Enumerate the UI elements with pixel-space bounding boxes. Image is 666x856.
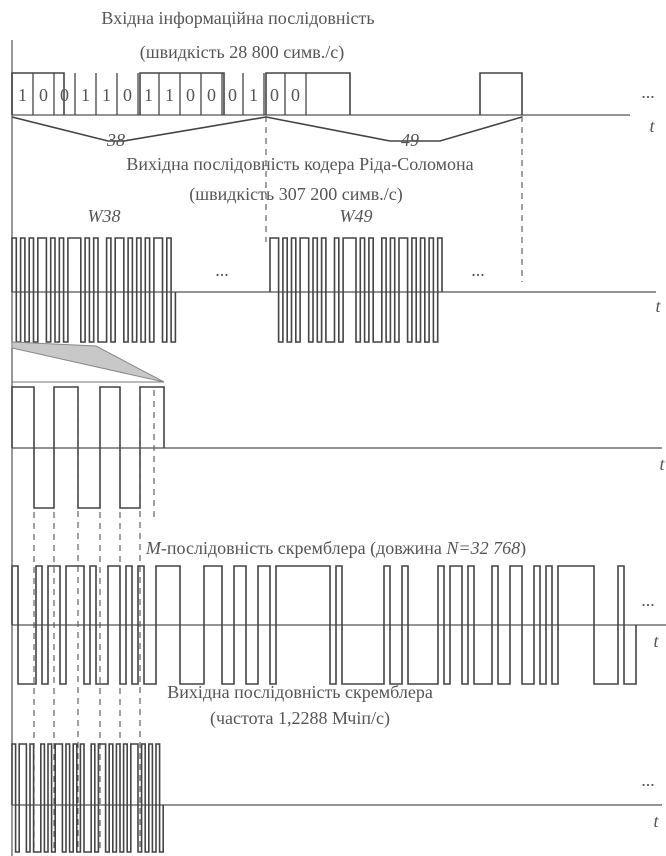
- input-axis-label-t: t: [649, 116, 655, 136]
- m-sequence-waveform: [11, 565, 637, 685]
- bit-value: 1: [249, 85, 258, 105]
- scrambler-output-rate: (частота 1,2288 Мчіп/с): [210, 708, 390, 729]
- m-sequence-title: M-послідовність скремблера (довжина N=32…: [145, 538, 526, 559]
- bit-value: 0: [123, 85, 132, 105]
- input-sequence-title: Вхідна інформаційна послідовність: [101, 8, 374, 28]
- encoder-output-title: Вихідна послідовність кодера Ріда-Соломо…: [126, 154, 473, 174]
- encoder-ellipsis-1: ...: [215, 260, 229, 280]
- codeword-w38-label: W38: [88, 206, 121, 226]
- encoder-ellipsis-2: ...: [471, 260, 485, 280]
- encoder-output-rate: (швидкість 307 200 симв./с): [189, 184, 402, 205]
- scrambler-output-ellipsis: ...: [641, 770, 655, 790]
- bit-value: 0: [207, 85, 216, 105]
- bit-value: 0: [228, 85, 237, 105]
- group-49-label: 49: [401, 130, 419, 150]
- codeword-w38-waveform: [11, 237, 177, 343]
- encoder-axis-label-t: t: [655, 296, 661, 316]
- bit-value: 0: [186, 85, 195, 105]
- group-38-bracket: [11, 116, 267, 142]
- m-sequence-ellipsis: ...: [641, 590, 655, 610]
- bit-value: 1: [102, 85, 111, 105]
- group-49-bracket: [265, 116, 523, 142]
- panel-scrambler-output: Вихідна послідовність скремблера (частот…: [11, 682, 662, 853]
- zoom-wedge: [11, 341, 165, 383]
- codeword-w49-label: W49: [340, 206, 373, 226]
- panel-zoomed-symbols: t: [11, 386, 665, 509]
- codeword-w49-waveform: [269, 237, 443, 343]
- scrambler-output-title: Вихідна послідовність скремблера: [167, 682, 433, 702]
- bit-value: 0: [60, 85, 69, 105]
- m-sequence-axis-label-t: t: [653, 631, 659, 651]
- bit-value: 0: [39, 85, 48, 105]
- scrambler-output-waveform: [11, 743, 164, 853]
- scrambler-axis-label-t: t: [653, 811, 659, 831]
- panel-encoder-output: Вихідна послідовність кодера Ріда-Соломо…: [11, 154, 661, 343]
- bit-value: 1: [18, 85, 27, 105]
- bit-value: 1: [144, 85, 153, 105]
- input-sequence-rate: (швидкість 28 800 симв./с): [140, 42, 344, 63]
- panel-input-sequence: Вхідна інформаційна послідовність (швидк…: [11, 8, 655, 150]
- bit-value: 1: [165, 85, 174, 105]
- group-38-label: 38: [106, 130, 125, 150]
- bit-value: 0: [270, 85, 279, 105]
- bit-value: 1: [81, 85, 90, 105]
- input-bit-pulses: [11, 72, 523, 115]
- zoom-axis-label-t: t: [659, 454, 665, 474]
- input-ellipsis: ...: [641, 82, 655, 102]
- bit-value: 0: [291, 85, 300, 105]
- panel-m-sequence: M-послідовність скремблера (довжина N=32…: [11, 538, 666, 685]
